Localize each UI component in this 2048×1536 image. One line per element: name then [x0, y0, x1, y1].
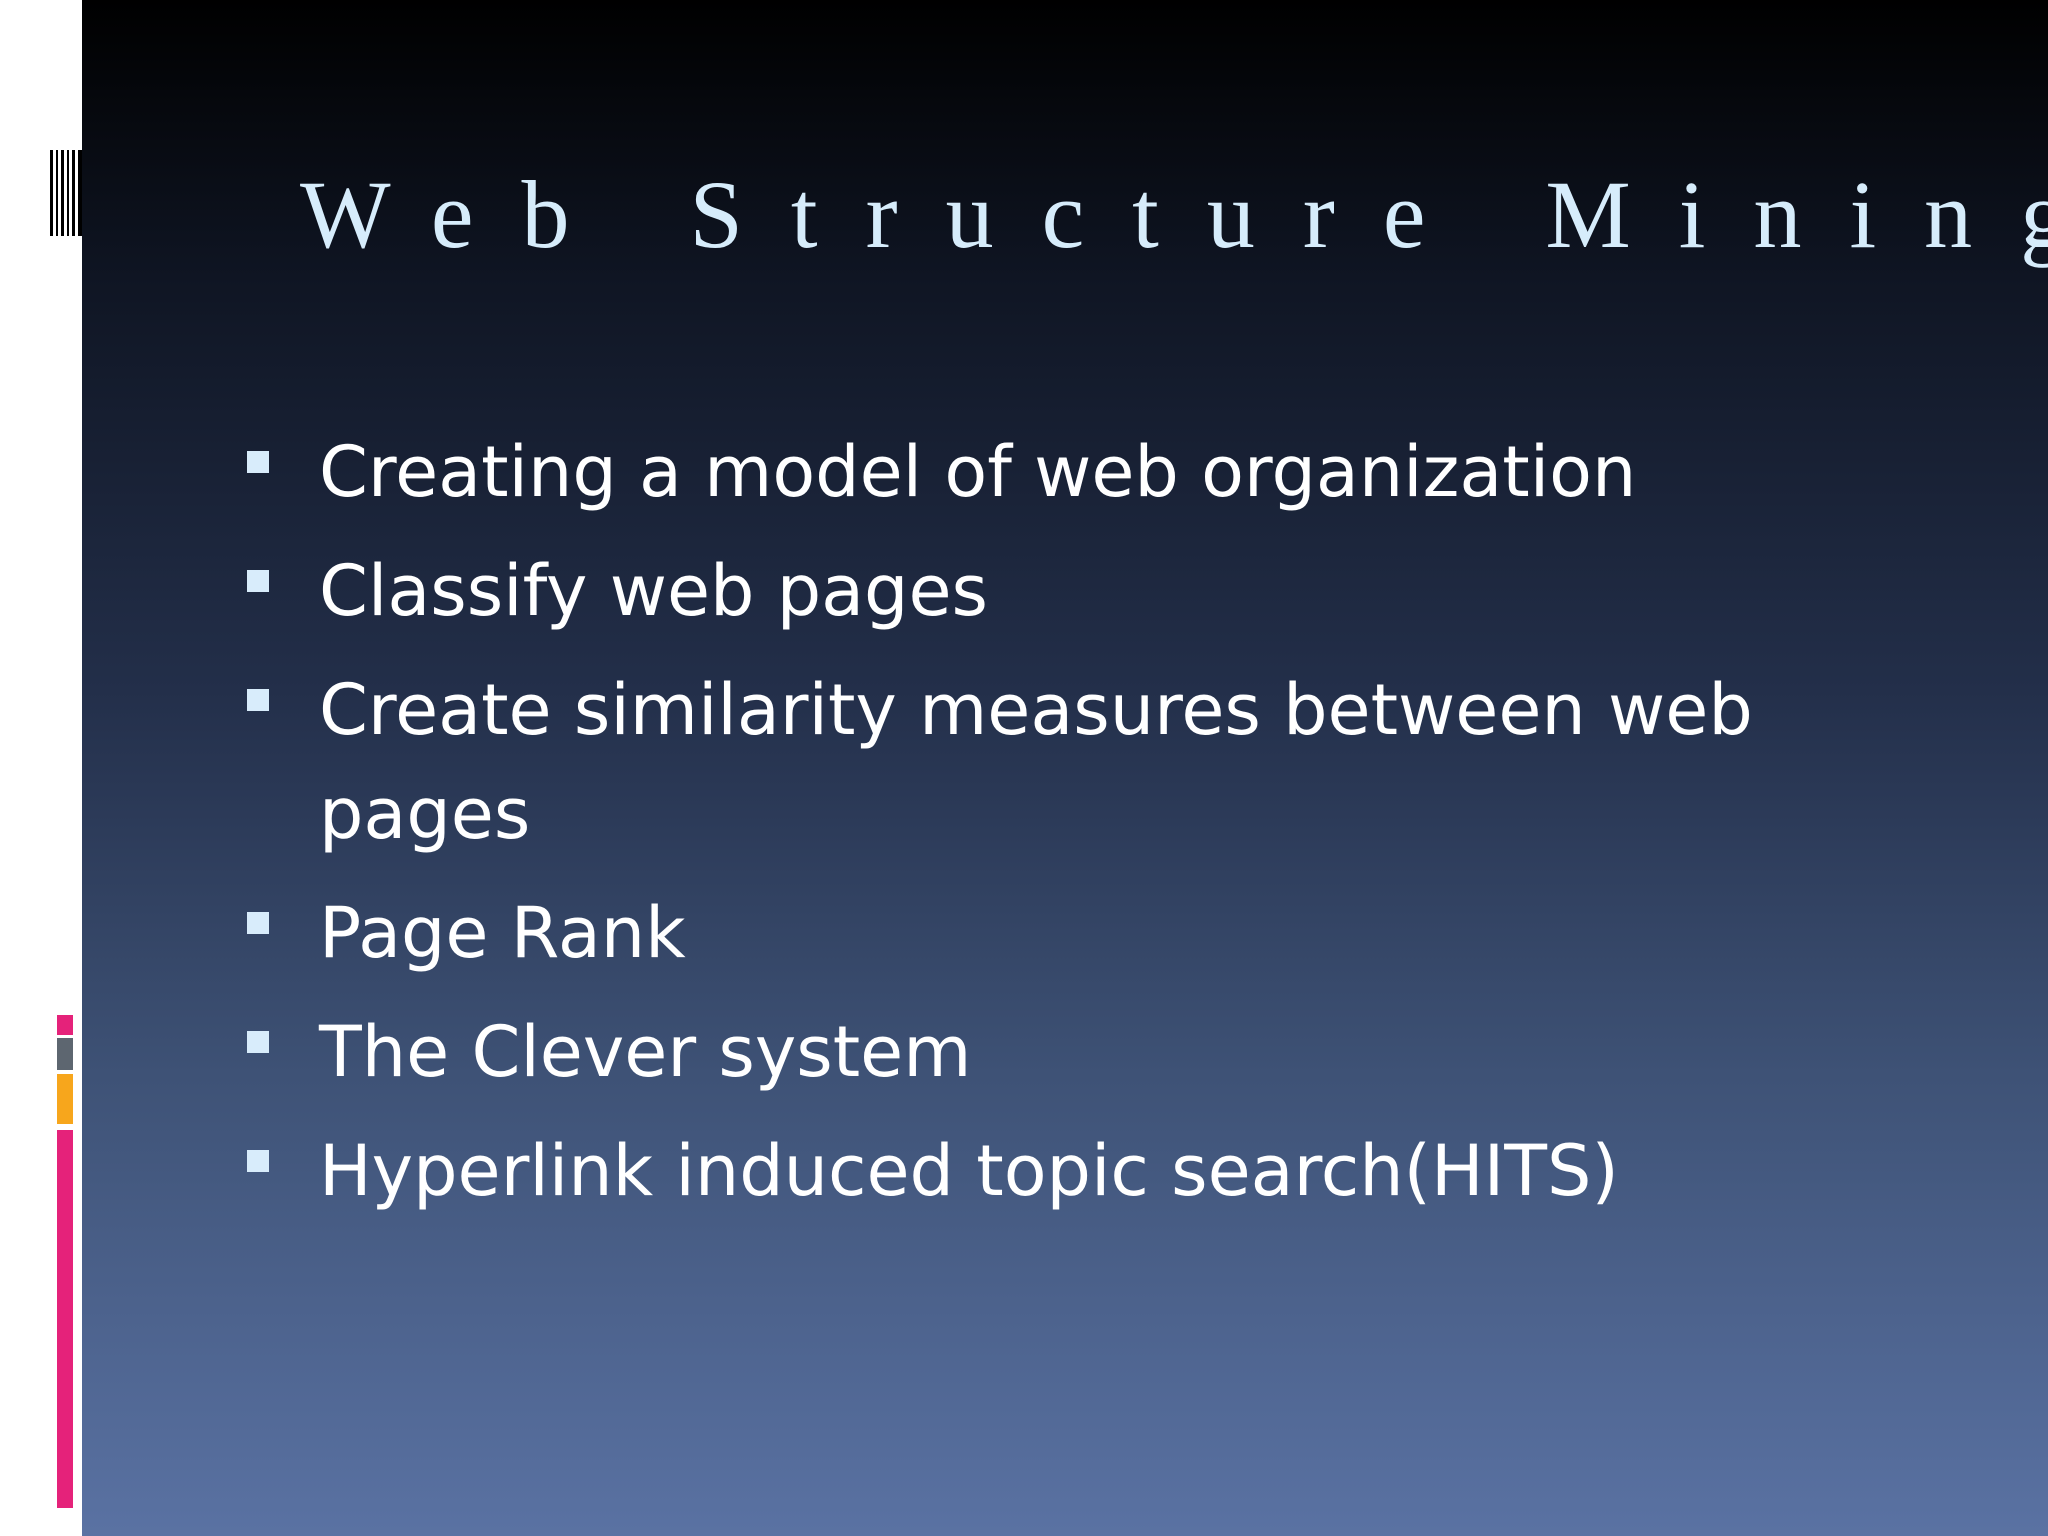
bullet-item: Hyperlink induced topic search(HITS)	[245, 1119, 1805, 1223]
bullet-text: The Clever system	[319, 1011, 972, 1093]
accent-bar-gray	[57, 1038, 73, 1070]
accent-bar-orange	[57, 1074, 73, 1124]
bullet-text: Creating a model of web organization	[319, 431, 1637, 513]
accent-bar-pink-long	[57, 1130, 73, 1508]
bullet-item: Classify web pages	[245, 539, 1805, 643]
slide-background	[82, 0, 2048, 1536]
bullet-item: Creating a model of web organization	[245, 420, 1805, 524]
square-bullet-icon	[247, 451, 269, 473]
bullet-item: The Clever system	[245, 1000, 1805, 1104]
barcode-decoration	[50, 150, 82, 236]
slide-title: Web Structure Mining	[300, 161, 2048, 268]
square-bullet-icon	[247, 912, 269, 934]
square-bullet-icon	[247, 1031, 269, 1053]
square-bullet-icon	[247, 1150, 269, 1172]
square-bullet-icon	[247, 570, 269, 592]
bullet-text: Classify web pages	[319, 550, 988, 632]
square-bullet-icon	[247, 689, 269, 711]
accent-bar-pink-top	[57, 1015, 73, 1035]
bullet-text: Hyperlink induced topic search(HITS)	[319, 1130, 1619, 1212]
bullet-list: Creating a model of web organization Cla…	[245, 420, 1805, 1238]
bullet-item: Create similarity measures between web p…	[245, 658, 1805, 866]
bullet-text: Create similarity measures between web p…	[319, 669, 1753, 855]
bullet-text: Page Rank	[319, 892, 686, 974]
bullet-item: Page Rank	[245, 881, 1805, 985]
